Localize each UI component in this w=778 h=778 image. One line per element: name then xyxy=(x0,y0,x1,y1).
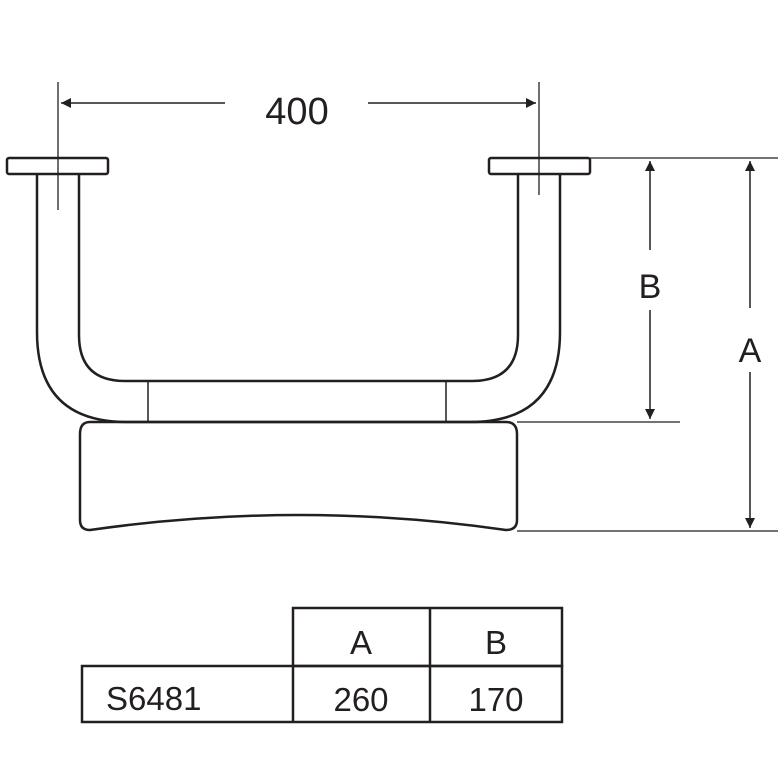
height-a-label: A xyxy=(739,332,762,370)
rail-tube-outer xyxy=(35,174,562,424)
spec-table-value-b: 170 xyxy=(468,681,523,718)
extension-lines xyxy=(517,157,778,532)
spec-table xyxy=(80,606,564,724)
spec-table-header-a: A xyxy=(350,624,372,661)
spec-table-header-box xyxy=(291,606,564,668)
spec-table-value-a: 260 xyxy=(333,681,388,718)
spec-table-row-box xyxy=(80,664,564,724)
height-b-label: B xyxy=(639,268,662,306)
rail-tube-inner xyxy=(77,174,520,383)
grab-rail-outline xyxy=(5,156,592,532)
width-dimension-label: 400 xyxy=(265,91,328,133)
seat-pad xyxy=(78,420,519,532)
spec-table-header-b: B xyxy=(485,624,507,661)
spec-table-model: S6481 xyxy=(106,680,201,717)
center-lines xyxy=(57,82,540,210)
